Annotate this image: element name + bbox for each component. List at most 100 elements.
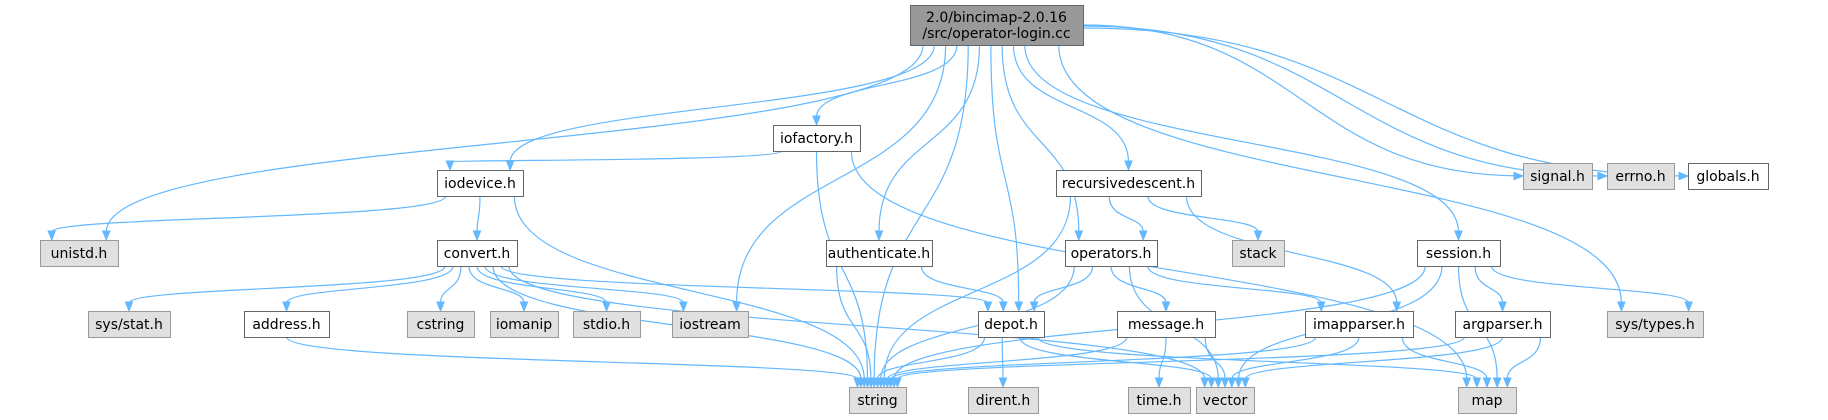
node-box-string — [849, 387, 907, 414]
node-label-errno: errno.h — [1615, 169, 1665, 185]
edge-root-to-session — [1024, 44, 1460, 233]
edge-operators-to-string — [880, 265, 1075, 380]
node-box-iodevice — [437, 170, 524, 197]
node-iodevice[interactable]: iodevice.h — [437, 170, 524, 197]
node-box-systypes — [1607, 311, 1704, 338]
edge-convert-to-cstring — [439, 265, 462, 304]
edge-iodevice-to-unistd — [51, 195, 447, 233]
arrowhead-root-to-iodevice — [505, 160, 515, 172]
arrowhead-root-to-authenticate — [874, 230, 884, 242]
edge-root-to-unistd — [105, 44, 924, 233]
arrowhead-convert-to-vector — [1200, 377, 1210, 389]
arrowhead-root-to-depot — [1014, 301, 1024, 313]
node-label-recursivedescent: recursivedescent.h — [1062, 176, 1195, 192]
node-operators[interactable]: operators.h — [1065, 240, 1158, 267]
arrowhead-operators-to-depot — [1029, 301, 1039, 313]
edge-convert-to-address — [285, 265, 454, 304]
node-box-depot — [978, 311, 1045, 338]
edge-root-to-iodevice — [509, 44, 935, 163]
edge-root-to-string — [873, 44, 969, 380]
node-label-iofactory: iofactory.h — [780, 131, 853, 147]
node-string: string — [849, 387, 907, 414]
edge-argparser-to-string — [896, 336, 1466, 380]
arrowhead-root-to-signal — [1513, 171, 1525, 181]
node-label-root-0: 2.0/bincimap-2.0.16 — [926, 10, 1067, 26]
edge-argparser-to-map — [1506, 336, 1542, 380]
arrowhead-depot-to-dirent — [998, 377, 1008, 389]
arrowhead-argparser-to-vector — [1240, 377, 1250, 389]
edge-convert-to-iomanip — [468, 265, 525, 304]
node-argparser[interactable]: argparser.h — [1455, 311, 1551, 338]
arrowhead-session-to-systypes — [1684, 301, 1693, 313]
arrowhead-session-to-argparser — [1498, 301, 1507, 313]
node-label-iomanip: iomanip — [496, 317, 552, 333]
arrowhead-convert-to-depot — [983, 301, 993, 313]
arrowhead-message-to-timeh — [1154, 377, 1164, 389]
node-session[interactable]: session.h — [1417, 240, 1501, 267]
edge-root-to-signal — [1082, 24, 1524, 177]
node-cstring: cstring — [407, 311, 475, 338]
arrowhead-convert-to-iomanip — [519, 301, 529, 313]
node-label-unistd: unistd.h — [51, 246, 108, 262]
node-message[interactable]: message.h — [1117, 311, 1216, 338]
node-globals[interactable]: globals.h — [1688, 163, 1769, 190]
edge-session-to-systypes — [1491, 265, 1690, 304]
node-label-globals: globals.h — [1696, 169, 1759, 185]
edge-message-to-vector — [1204, 336, 1226, 380]
node-label-map: map — [1471, 393, 1502, 409]
node-box-dirent — [968, 387, 1039, 414]
node-signal: signal.h — [1523, 163, 1593, 190]
arrowhead-iodevice-to-unistd — [47, 230, 57, 242]
node-errno: errno.h — [1607, 163, 1675, 190]
node-timeh: time.h — [1128, 387, 1191, 414]
node-depot[interactable]: depot.h — [978, 311, 1045, 338]
edge-imapparser-to-map — [1401, 336, 1488, 380]
arrowhead-argparser-to-string — [893, 377, 902, 389]
arrowhead-root-to-operators — [1074, 230, 1084, 242]
edge-root-to-recursivedescent — [1012, 44, 1130, 163]
edge-convert-to-iostream — [484, 265, 684, 304]
node-box-imapparser — [1305, 311, 1414, 338]
node-imapparser[interactable]: imapparser.h — [1305, 311, 1414, 338]
arrowhead-root-to-globals — [1678, 171, 1690, 181]
edge-root-to-iofactory — [815, 44, 958, 118]
edge-address-to-string — [285, 336, 859, 380]
arrowhead-imapparser-to-string — [886, 377, 896, 389]
node-convert[interactable]: convert.h — [437, 240, 518, 267]
node-label-imapparser: imapparser.h — [1313, 317, 1405, 333]
edge-recursivedescent-to-operators — [1108, 195, 1144, 233]
node-box-argparser — [1455, 311, 1551, 338]
arrowhead-root-to-iofactory — [812, 115, 821, 127]
edge-imapparser-to-vector — [1231, 336, 1360, 380]
node-box-recursivedescent — [1056, 170, 1202, 197]
edge-operators-to-depot — [1033, 265, 1094, 304]
node-label-timeh: time.h — [1137, 393, 1182, 409]
edge-root-to-depot — [990, 44, 1020, 304]
node-label-sysstat: sys/stat.h — [95, 317, 163, 333]
node-label-signal: signal.h — [1530, 169, 1585, 185]
node-systypes: sys/types.h — [1607, 311, 1704, 338]
edge-operators-to-imapparser — [1147, 265, 1322, 304]
arrowhead-recursivedescent-to-imapparser — [1392, 301, 1402, 313]
node-label-depot: depot.h — [984, 317, 1038, 333]
arrowhead-convert-to-stdio — [602, 301, 611, 313]
node-box-globals — [1688, 163, 1769, 190]
edge-session-to-argparser — [1474, 265, 1504, 304]
edge-depot-to-string — [876, 336, 986, 380]
edge-root-to-systypes — [1058, 44, 1622, 304]
node-box-message — [1117, 311, 1216, 338]
node-label-authenticate: authenticate.h — [828, 246, 930, 262]
node-authenticate[interactable]: authenticate.h — [826, 240, 933, 267]
arrowhead-imapparser-to-vector — [1227, 377, 1237, 389]
node-iofactory[interactable]: iofactory.h — [773, 125, 861, 152]
edge-convert-to-depot — [500, 265, 989, 304]
node-stdio: stdio.h — [573, 311, 641, 338]
node-box-sysstat — [88, 311, 171, 338]
node-box-authenticate — [826, 240, 933, 267]
node-label-operators: operators.h — [1071, 246, 1152, 262]
arrowhead-root-to-systypes — [1617, 301, 1626, 313]
node-recursivedescent[interactable]: recursivedescent.h — [1056, 170, 1202, 197]
arrowhead-depot-to-vector — [1207, 377, 1216, 389]
node-address[interactable]: address.h — [244, 311, 330, 338]
